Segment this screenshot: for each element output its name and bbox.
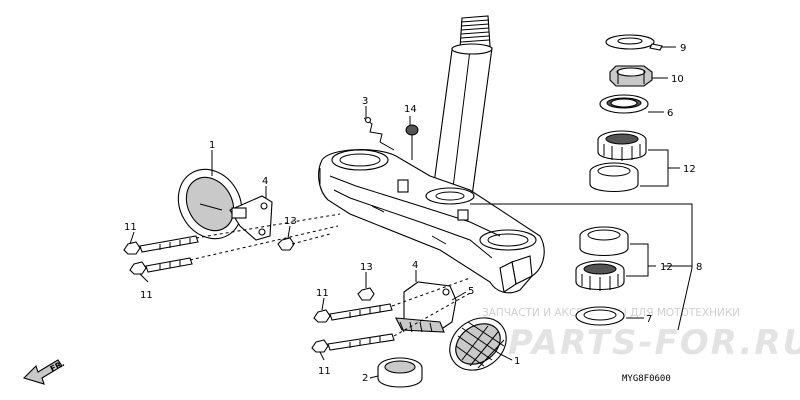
- lower-bearing-race: [579, 226, 629, 256]
- dust-seal: [599, 94, 649, 114]
- steering-stem: [431, 15, 493, 199]
- callout-12-lower: 12: [660, 262, 673, 273]
- upper-bearing: [597, 130, 647, 161]
- upper-bearing-race: [589, 162, 639, 192]
- lock-washer: [605, 34, 663, 51]
- callout-1-lower: 1: [514, 356, 520, 367]
- lower-triple-clamp: [318, 149, 545, 294]
- nut-middle: [357, 287, 375, 301]
- callout-1-upper: 1: [209, 140, 215, 151]
- front-direction-label: FR.: [49, 359, 66, 374]
- stay-bracket-left: [229, 195, 273, 241]
- bolt-left-upper: [123, 235, 199, 255]
- bolt-middle-upper: [313, 303, 393, 323]
- wire-clip: [363, 116, 383, 143]
- callout-13-middle: 13: [360, 262, 373, 273]
- leader-lines: [129, 46, 693, 379]
- steering-stem-locknut: [609, 65, 653, 87]
- callout-7: 7: [646, 314, 652, 325]
- nut-left: [277, 237, 295, 251]
- lower-bearing: [575, 260, 625, 291]
- diagram-code: MYG8F0600: [622, 374, 671, 384]
- callout-6: 6: [667, 108, 673, 119]
- callout-11-left-upper: 11: [124, 222, 137, 233]
- callout-8: 8: [696, 262, 702, 273]
- callout-12-upper: 12: [683, 164, 696, 175]
- stay-bracket-middle: [395, 281, 457, 333]
- damper-rubber: [377, 357, 423, 388]
- reflector-upper: [177, 168, 243, 240]
- callout-4-left: 4: [262, 176, 268, 187]
- reflector-lower: [449, 317, 507, 371]
- bolt-middle-lower: [311, 333, 395, 353]
- front-direction-arrow: FR.: [22, 359, 66, 385]
- callout-10: 10: [671, 74, 684, 85]
- callout-11-middle-lower: 11: [318, 366, 331, 377]
- callout-13-left: 13: [284, 216, 297, 227]
- watermark-logo: PARTS-FOR.RU: [508, 323, 800, 363]
- callout-2: 2: [362, 373, 368, 384]
- lower-dust-seal: [575, 306, 625, 326]
- callout-11-left-lower: 11: [140, 290, 153, 301]
- bolt-left-lower: [129, 257, 193, 275]
- callout-3: 3: [362, 96, 368, 107]
- callout-9: 9: [680, 43, 686, 54]
- callout-4-middle: 4: [412, 260, 418, 271]
- callout-5: 5: [468, 286, 474, 297]
- callout-11-middle-upper: 11: [316, 288, 329, 299]
- grommet: [405, 124, 419, 136]
- callout-14: 14: [404, 104, 417, 115]
